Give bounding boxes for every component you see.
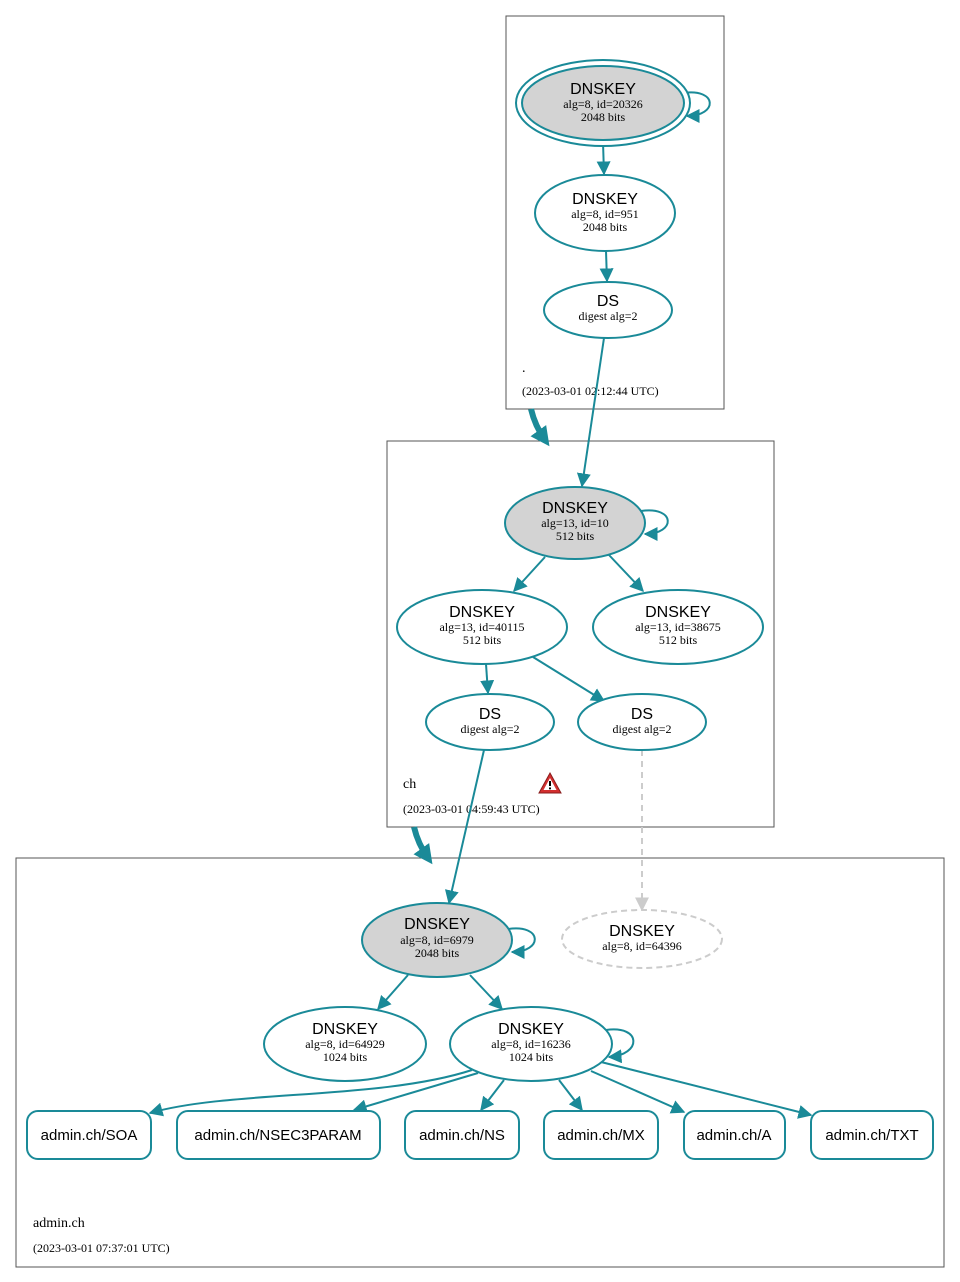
node-line1: alg=8, id=6979	[400, 933, 474, 947]
node-title: DNSKEY	[449, 604, 515, 621]
node-line1: digest alg=2	[460, 722, 519, 736]
rrset-ns[interactable]: admin.ch/NS	[404, 1110, 520, 1160]
admin-zsk1-node[interactable]: DNSKEY alg=8, id=64929 1024 bits	[263, 1006, 427, 1082]
node-line1: alg=8, id=20326	[563, 97, 643, 111]
warning-icon[interactable]	[538, 771, 562, 794]
zone-admin-time: (2023-03-01 07:37:01 UTC)	[33, 1241, 170, 1255]
rrset-label: admin.ch/MX	[557, 1127, 645, 1144]
root-ksk-node[interactable]: DNSKEY alg=8, id=20326 2048 bits	[515, 59, 691, 147]
edge-to-nsec3param	[352, 1072, 479, 1114]
node-line2: 512 bits	[659, 633, 698, 647]
ch-zsk1-node[interactable]: DNSKEY alg=13, id=40115 512 bits	[396, 589, 568, 665]
zone-ch-name: ch	[403, 777, 416, 792]
rrset-soa[interactable]: admin.ch/SOA	[26, 1110, 152, 1160]
rrset-mx[interactable]: admin.ch/MX	[543, 1110, 659, 1160]
zone-admin-name: admin.ch	[33, 1216, 85, 1231]
zone-root-time: (2023-03-01 02:12:44 UTC)	[522, 384, 659, 398]
rrset-nsec3param[interactable]: admin.ch/NSEC3PARAM	[176, 1110, 381, 1160]
ch-zsk1-to-ds2-edge	[532, 656, 606, 702]
node-line2: 1024 bits	[323, 1050, 368, 1064]
delegation-root-ch-arrow	[528, 408, 550, 447]
rrset-label: admin.ch/SOA	[41, 1127, 138, 1144]
node-line2: 512 bits	[556, 529, 595, 543]
node-line2: 2048 bits	[581, 110, 626, 124]
rrset-a[interactable]: admin.ch/A	[683, 1110, 786, 1160]
admin-zsk2-self-edge	[605, 1028, 635, 1064]
node-title: DNSKEY	[542, 500, 608, 517]
edge-to-mx	[558, 1079, 583, 1112]
node-title: DS	[631, 706, 653, 723]
edge-to-ns	[480, 1079, 505, 1112]
node-line1: alg=8, id=64929	[305, 1037, 385, 1051]
node-line1: alg=8, id=64396	[602, 939, 682, 953]
root-ksk-to-zsk-edge	[596, 141, 611, 176]
node-line1: alg=13, id=40115	[439, 620, 524, 634]
node-title: DNSKEY	[570, 81, 636, 98]
ch-ds2-node[interactable]: DS digest alg=2	[577, 693, 707, 751]
root-ds-to-ch-ksk-edge	[576, 337, 605, 488]
node-title: DNSKEY	[498, 1021, 564, 1038]
node-title: DNSKEY	[645, 604, 711, 621]
root-zsk-node[interactable]: DNSKEY alg=8, id=951 2048 bits	[534, 174, 676, 252]
ch-zsk1-to-ds1-edge	[480, 663, 495, 695]
node-title: DNSKEY	[404, 916, 470, 933]
ch-ksk-node[interactable]: DNSKEY alg=13, id=10 512 bits	[504, 486, 646, 560]
ch-ksk-self-edge	[640, 509, 669, 541]
zone-root-name: .	[522, 361, 526, 376]
node-title: DNSKEY	[312, 1021, 378, 1038]
rrset-label: admin.ch/A	[696, 1127, 771, 1144]
root-ds-node[interactable]: DS digest alg=2	[543, 281, 673, 339]
ch-ksk-to-zsk2-edge	[608, 554, 644, 593]
node-line1: alg=8, id=951	[571, 207, 639, 221]
node-title: DNSKEY	[572, 191, 638, 208]
admin-ksk-to-zsk1-edge	[377, 974, 409, 1011]
node-line1: alg=8, id=16236	[491, 1037, 571, 1051]
node-line2: 1024 bits	[509, 1050, 554, 1064]
node-line1: digest alg=2	[578, 309, 637, 323]
node-title: DS	[479, 706, 501, 723]
node-line1: alg=13, id=38675	[635, 620, 721, 634]
node-line2: 2048 bits	[583, 220, 628, 234]
node-line1: alg=13, id=10	[541, 516, 609, 530]
node-line1: digest alg=2	[612, 722, 671, 736]
rrset-label: admin.ch/TXT	[825, 1127, 918, 1144]
node-title: DNSKEY	[609, 923, 675, 940]
admin-ksk-node[interactable]: DNSKEY alg=8, id=6979 2048 bits	[361, 902, 513, 978]
rrset-label: admin.ch/NS	[419, 1127, 505, 1144]
admin-ksk-self-edge	[507, 927, 536, 959]
node-line2: 512 bits	[463, 633, 502, 647]
node-title: DS	[597, 293, 619, 310]
ch-ds1-to-admin-ksk-edge	[444, 749, 485, 905]
rrset-txt[interactable]: admin.ch/TXT	[810, 1110, 934, 1160]
root-zsk-to-ds-edge	[599, 250, 614, 283]
node-line2: 2048 bits	[415, 946, 460, 960]
edge-to-soa	[148, 1069, 473, 1117]
ch-ksk-to-zsk1-edge	[513, 556, 546, 593]
edge-to-txt	[600, 1061, 813, 1119]
root-ksk-self-edge	[682, 91, 711, 123]
admin-missing-dnskey-node[interactable]: DNSKEY alg=8, id=64396	[561, 909, 723, 969]
ch-ds1-node[interactable]: DS digest alg=2	[425, 693, 555, 751]
rrset-label: admin.ch/NSEC3PARAM	[194, 1127, 361, 1144]
admin-zsk2-node[interactable]: DNSKEY alg=8, id=16236 1024 bits	[449, 1006, 613, 1082]
edge-to-a	[590, 1070, 686, 1114]
ch-zsk2-node[interactable]: DNSKEY alg=13, id=38675 512 bits	[592, 589, 764, 665]
admin-ksk-to-zsk2-edge	[469, 974, 503, 1011]
delegation-ch-admin-arrow	[411, 826, 433, 865]
